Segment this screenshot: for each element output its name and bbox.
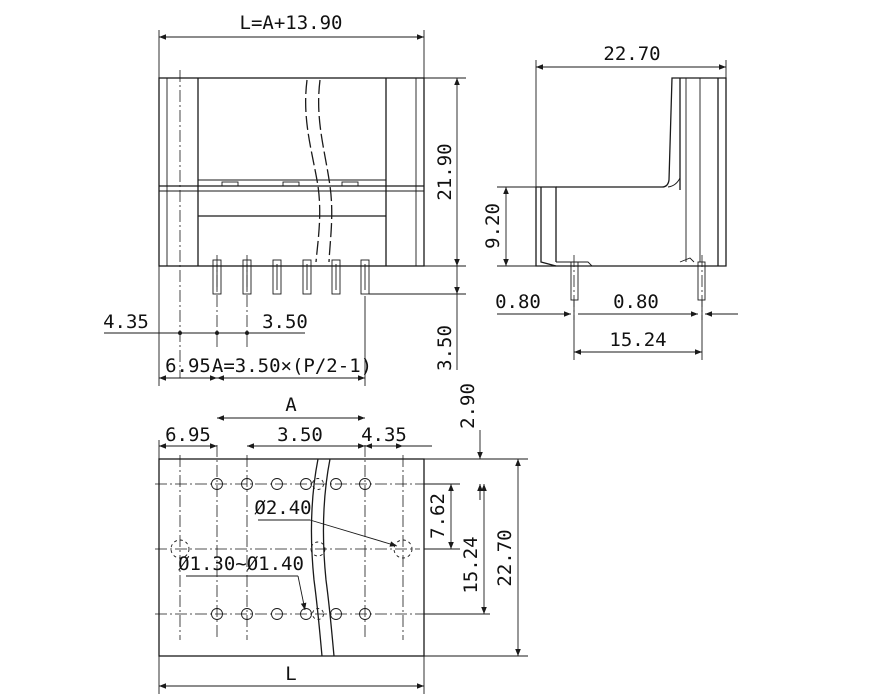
side-view: 22.70 9.20 0.80 0.80 15.24 [482, 43, 738, 360]
pcb-row-spacing-label: 15.24 [460, 536, 482, 593]
pin-holes [170, 478, 413, 620]
pcb-peg-offset-label: 7.62 [427, 493, 449, 539]
pcb-margin-label: 2.90 [457, 383, 479, 429]
front-pitch-label: 3.50 [262, 311, 308, 333]
pcb-first-pin-label: 6.95 [165, 424, 211, 446]
front-edge-offset-label: 4.35 [103, 311, 149, 333]
pcb-span-label: A [285, 394, 297, 416]
pcb-layout: A 6.95 3.50 4.35 2.90 7.62 15.24 22.70 Ø… [155, 383, 528, 694]
front-tail-label: 3.50 [434, 325, 456, 371]
pcb-length-label: L [285, 663, 296, 685]
pcb-pitch-label: 3.50 [277, 424, 323, 446]
side-row-spacing-label: 15.24 [609, 329, 666, 351]
side-pin-left-label: 0.80 [495, 291, 541, 313]
front-first-pin-label: 6.95 [165, 355, 211, 377]
pcb-edge-offset-label: 4.35 [361, 424, 407, 446]
pcb-pin-hole-label: Ø1.30~Ø1.40 [178, 553, 304, 575]
front-length-label: L=A+13.90 [240, 12, 343, 34]
pcb-hole-diameter-label: Ø2.40 [254, 497, 311, 519]
front-pins [212, 259, 370, 295]
pcb-width-label: 22.70 [494, 529, 516, 586]
front-height-label: 21.90 [434, 143, 456, 200]
side-depth-label: 22.70 [603, 43, 660, 65]
side-height-label: 9.20 [482, 203, 504, 249]
front-span-label: A=3.50×(P/2-1) [212, 355, 372, 377]
front-view: L=A+13.90 21.90 3.50 4.35 3.50 6.95 A=3.… [103, 12, 466, 386]
side-pin-right-label: 0.80 [613, 291, 659, 313]
